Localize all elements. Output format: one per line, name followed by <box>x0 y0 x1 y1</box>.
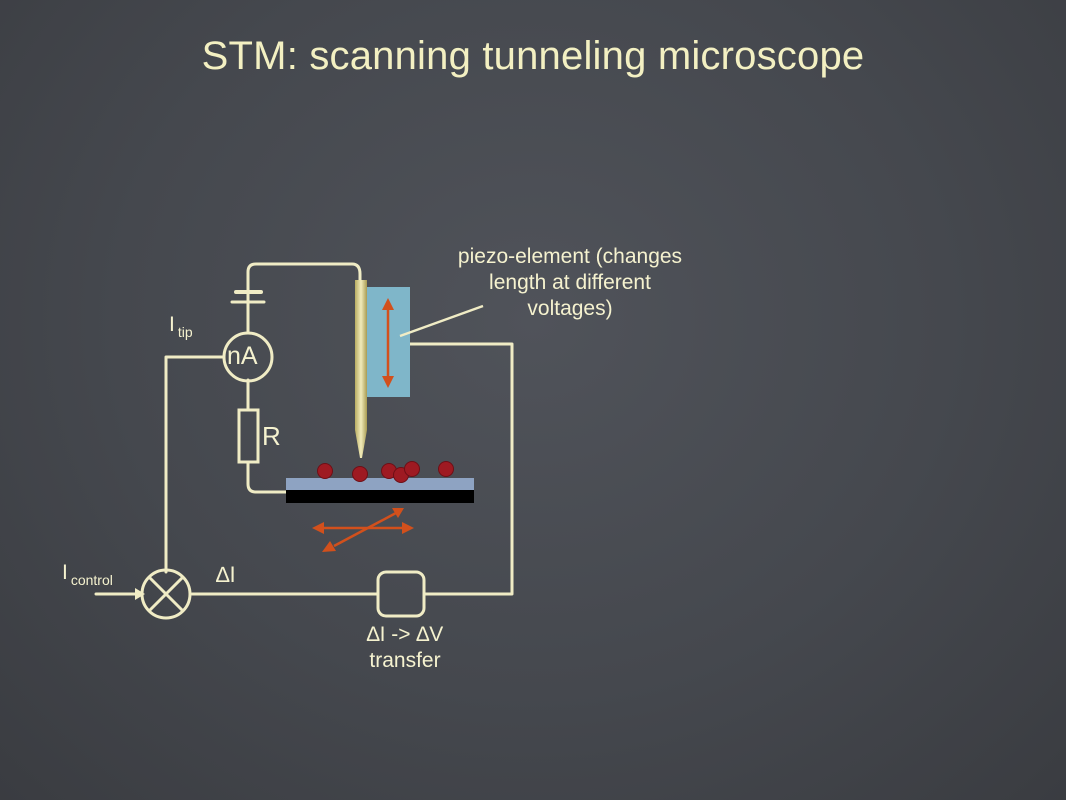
i-control-main: I <box>62 561 68 584</box>
atom <box>352 466 368 482</box>
wire-top <box>246 262 362 302</box>
comparator-icon <box>140 568 192 620</box>
ammeter-label: nA <box>227 342 258 370</box>
atom <box>317 463 333 479</box>
wire-left <box>164 355 225 574</box>
slide-title: STM: scanning tunneling microscope <box>201 34 865 78</box>
ammeter-icon <box>222 331 274 383</box>
delta-i-label: ∆I <box>216 562 236 587</box>
piezo-label-line1: piezo-element (changes <box>457 245 683 268</box>
i-control-sub: control <box>70 572 113 588</box>
piezo-label-line2: length at different <box>489 271 651 294</box>
i-tip-main: I <box>169 313 175 336</box>
atom <box>438 461 454 477</box>
piezo-pointer-line <box>399 304 484 338</box>
control-arrowhead <box>135 588 145 600</box>
stm-tip-icon <box>355 280 367 458</box>
sample-base <box>286 489 474 503</box>
battery-icon <box>230 290 266 304</box>
piezo-double-arrow-icon <box>382 298 394 388</box>
transfer-label-line2: transfer <box>369 649 441 672</box>
resistor-icon <box>237 408 260 464</box>
surface-atoms <box>317 461 454 483</box>
transfer-label-line1: ∆I -> ∆V <box>366 623 444 646</box>
wire-right-return <box>408 342 514 596</box>
i-tip-sub: tip <box>177 324 193 340</box>
transfer-label: ∆I -> ∆V transfer <box>330 622 480 674</box>
lateral-scan-arrows-icon <box>312 508 414 552</box>
resistor-label: R <box>262 421 281 451</box>
piezo-label-line3: voltages) <box>527 297 613 320</box>
atom <box>404 461 420 477</box>
sample-surface <box>286 478 474 490</box>
piezo-label: piezo-element (changes length at differe… <box>410 244 730 322</box>
transfer-box-icon <box>376 570 426 618</box>
wire-resistor-sample <box>246 460 290 494</box>
